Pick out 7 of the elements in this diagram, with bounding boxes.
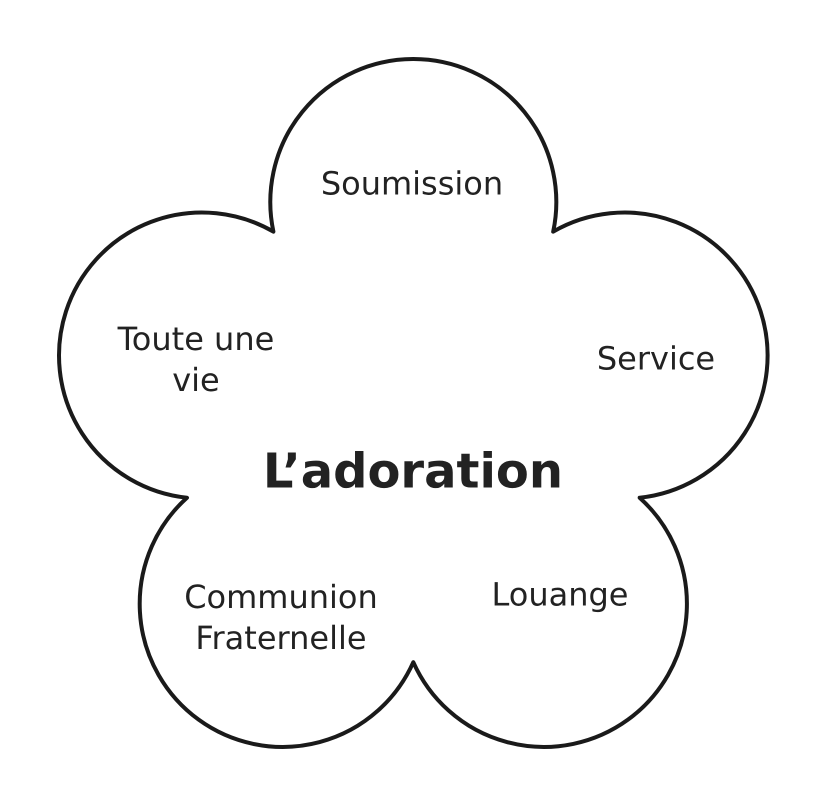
petal-label: Louange — [491, 574, 628, 616]
petal-label: Communion Fraternelle — [183, 577, 379, 659]
petal-label: Soumission — [320, 164, 504, 204]
petal-label: Toute une vie — [116, 319, 276, 401]
petal-label: Service — [596, 338, 716, 380]
flower-shape — [56, 56, 770, 749]
center-title: L’adoration — [262, 442, 564, 502]
